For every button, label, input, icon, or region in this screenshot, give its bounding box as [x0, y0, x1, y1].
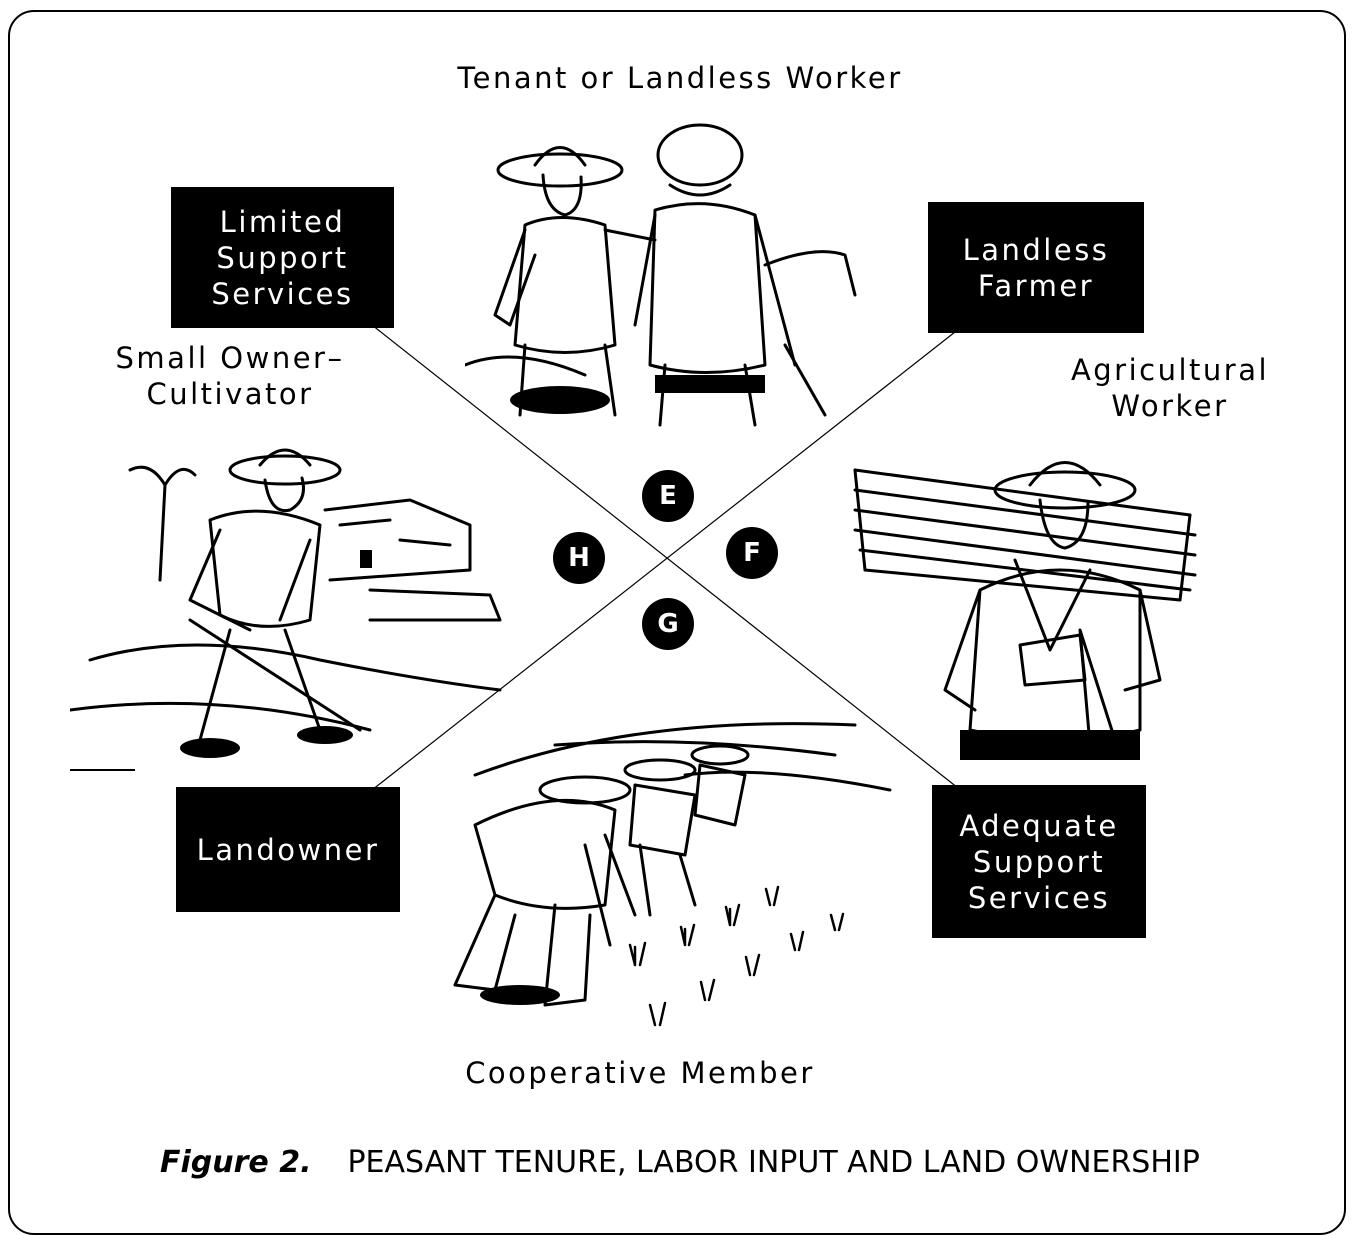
box-landless-farmer: Landless Farmer [928, 202, 1144, 333]
diagonal-line-landless-to-landowner [371, 331, 956, 791]
box-limited-support-services: Limited Support Services [171, 187, 394, 328]
quadrant-marker-e: E [642, 470, 694, 522]
title-tenant-or-landless-worker: Tenant or Landless Worker [457, 61, 903, 95]
figure-title: PEASANT TENURE, LABOR INPUT AND LAND OWN… [347, 1145, 1200, 1180]
title-agricultural-worker: Agricultural Worker [1070, 353, 1270, 423]
figure-caption: Figure 2. PEASANT TENURE, LABOR INPUT AND… [160, 1145, 1220, 1180]
quadrant-marker-f: F [726, 527, 778, 579]
tenant-workers-illustration [465, 123, 857, 427]
quadrant-marker-g: G [642, 598, 694, 650]
small-owner-cultivator-illustration [70, 448, 502, 771]
quadrant-marker-h: H [553, 532, 605, 584]
title-cooperative-member: Cooperative Member [465, 1056, 815, 1090]
figure-label: Figure 2. [160, 1145, 312, 1180]
diagonal-line-limited-to-adequate [371, 324, 959, 789]
cooperative-members-illustration [453, 722, 892, 1027]
title-small-owner-cultivator: Small Owner– Cultivator [115, 341, 345, 411]
box-landowner: Landowner [176, 787, 400, 912]
box-adequate-support-services: Adequate Support Services [932, 785, 1146, 938]
agricultural-worker-illustration [853, 461, 1197, 760]
